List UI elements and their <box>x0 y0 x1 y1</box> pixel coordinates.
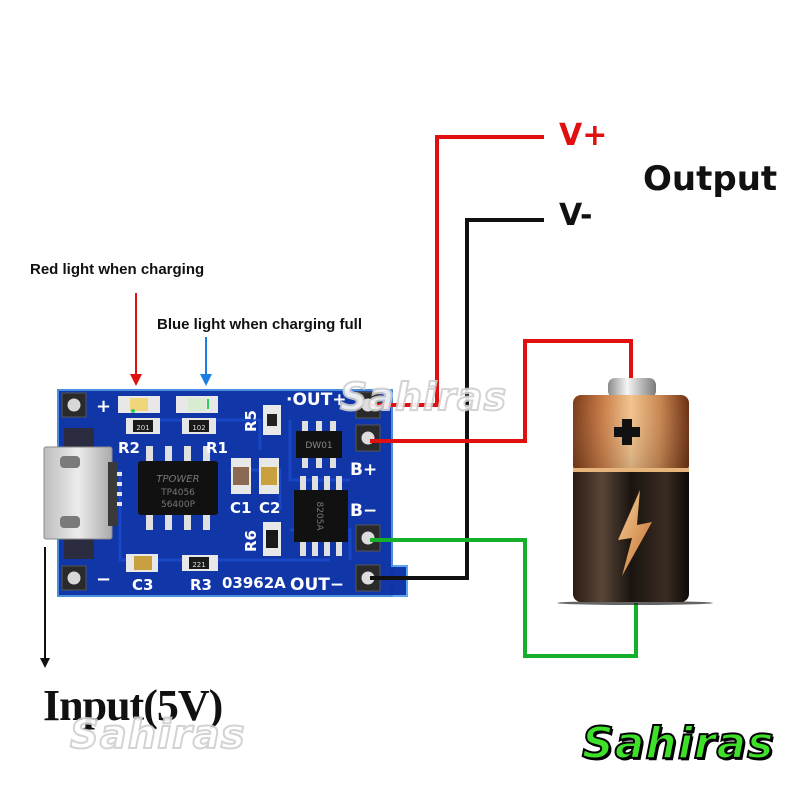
chip-model: TP4056 <box>160 488 195 498</box>
b-plus-label: B+ <box>350 460 377 480</box>
board-watermark: Sahiras <box>339 374 508 420</box>
c2-label: C2 <box>259 499 280 517</box>
v-plus-label: V+ <box>559 118 608 153</box>
resistor-r5 <box>263 405 281 435</box>
red-arrow <box>130 293 142 386</box>
resistor-r3: 221 <box>182 555 218 571</box>
r2-code: 201 <box>136 424 149 432</box>
sahiras-logo: Sahiras <box>581 717 775 770</box>
blue-light-label: Blue light when charging full <box>157 316 362 333</box>
input-arrow <box>40 547 50 668</box>
input-label: Input(5V) <box>43 681 223 730</box>
r2-label: R2 <box>118 439 140 457</box>
capacitor-c1 <box>231 458 251 494</box>
b-minus-label: B− <box>350 501 377 521</box>
micro-usb-connector <box>43 446 122 540</box>
out-minus-label: OUT− <box>290 575 344 595</box>
red-charging-led <box>118 396 160 413</box>
pad-b-plus <box>355 424 381 452</box>
v-minus-label: V- <box>559 198 593 233</box>
resistor-r1: 102 <box>182 418 216 434</box>
mosfet-8205a-chip: 8205A <box>294 476 348 556</box>
mosfet-label: 8205A <box>314 501 324 531</box>
out-plus-label: ·OUT+ <box>286 390 347 410</box>
pad-in-minus <box>61 565 87 591</box>
output-label: Output <box>643 159 778 199</box>
r1-label: R1 <box>206 439 228 457</box>
tp4056-chip: TPOWER TP4056 56400P <box>138 446 218 530</box>
wire-battery-minus <box>370 538 638 658</box>
dw01-label: DW01 <box>305 441 332 451</box>
blue-arrow <box>200 337 212 386</box>
wire-v-minus <box>370 218 544 580</box>
c1-label: C1 <box>230 499 251 517</box>
input-watermark: Sahiras <box>69 711 246 759</box>
wire-battery-plus <box>370 339 633 443</box>
in-minus-label: − <box>96 569 111 590</box>
board-silkscreen: + − R2 R1 C3 R3 03962A C1 C2 R5 R6 ·OUT+… <box>96 390 377 595</box>
r5-label: R5 <box>242 410 260 432</box>
in-plus-label: + <box>96 396 111 417</box>
r1-code: 102 <box>192 424 205 432</box>
chip-code: 56400P <box>161 500 196 510</box>
wire-v-plus <box>370 135 544 407</box>
dw01-chip: DW01 <box>296 421 342 468</box>
resistor-r6 <box>263 522 281 556</box>
pad-in-plus <box>61 392 87 418</box>
r3-code: 221 <box>192 561 205 569</box>
chip-brand: TPOWER <box>156 474 199 485</box>
c3-label: C3 <box>132 576 153 594</box>
capacitor-c3 <box>126 554 158 572</box>
capacitor-c2 <box>259 458 279 494</box>
r3-label: R3 <box>190 576 212 594</box>
red-light-label: Red light when charging <box>30 261 205 278</box>
board-id: 03962A <box>222 574 286 592</box>
blue-full-led <box>176 396 218 413</box>
r6-label: R6 <box>242 530 260 552</box>
battery-icon <box>557 378 713 605</box>
pad-out-plus <box>355 391 381 419</box>
lightning-bolt-icon <box>618 490 652 576</box>
resistor-r2: 201 <box>126 418 160 434</box>
battery-plus-icon <box>614 419 640 445</box>
